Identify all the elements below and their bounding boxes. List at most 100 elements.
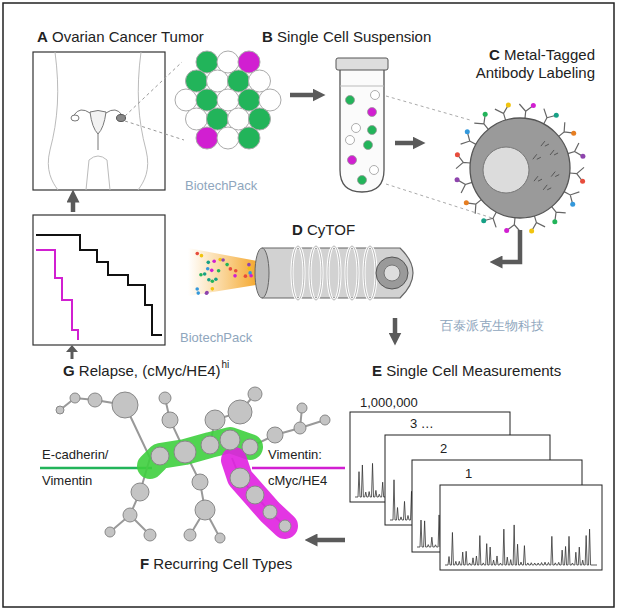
body-outline [48, 52, 58, 190]
tumor-cell [249, 108, 271, 130]
antibody [457, 180, 472, 193]
cell-cluster [297, 403, 307, 413]
cell-cluster [205, 410, 225, 430]
ovary [71, 115, 79, 121]
tumor-cell [186, 70, 208, 92]
cell-cluster [242, 439, 258, 455]
panel-heading: C Metal-Tagged Antibody Labeling [445, 46, 595, 82]
tumor-cell [217, 51, 239, 73]
coil-winding [346, 246, 358, 300]
metal-tag [554, 113, 559, 118]
cell-cluster [192, 474, 208, 490]
coil-winding [364, 246, 376, 300]
ion-particle [233, 274, 237, 278]
event-count: 2 [440, 441, 447, 457]
coil-winding [328, 246, 340, 300]
ion-particle [206, 267, 210, 271]
cell-cluster [320, 415, 330, 425]
fallopian-tube [74, 110, 122, 150]
ion-particle [244, 274, 248, 278]
panel-region: E Single Cell Measurements1,000,0003 …21 [345, 345, 607, 575]
ion-particle [214, 277, 218, 281]
tumor-cell [207, 70, 229, 92]
metal-tag [464, 200, 469, 205]
internal-antibody [543, 185, 551, 190]
panel-heading: G Relapse, (cMyc/HE4) [63, 362, 221, 380]
ion-particle [211, 287, 215, 291]
ion-particle [249, 274, 253, 278]
panel-region: G Relapse, (cMyc/HE4)hi [33, 212, 258, 384]
cell-cluster [174, 441, 196, 463]
panel-heading: A Ovarian Cancer Tumor [37, 28, 204, 46]
metal-tag [504, 228, 509, 233]
ion-particle [247, 263, 251, 267]
up-arrow [66, 345, 78, 359]
cell-cluster [151, 447, 169, 465]
metal-tag [570, 202, 575, 207]
cell-nucleus [483, 147, 529, 193]
panel-region: F Recurring Cell TypesE-cadherin/ Viment… [38, 385, 305, 550]
suspended-cell [346, 96, 355, 105]
watermark: 百泰派克生物科技 [440, 318, 544, 334]
panel-region: D CyTOF [262, 240, 490, 318]
cell-cluster [184, 529, 196, 541]
cell-cluster [112, 392, 138, 418]
metal-tag [455, 152, 460, 157]
metal-tag [580, 154, 585, 159]
figure-frame [3, 3, 614, 607]
metal-tag [529, 228, 534, 233]
tube-cap [336, 58, 388, 70]
coil-winding [310, 246, 322, 300]
tumor-cell [207, 108, 229, 130]
flow-arrow [290, 93, 319, 98]
tumor-cell [175, 89, 197, 111]
tumor-cell [259, 89, 281, 111]
coil-winding [310, 246, 322, 300]
tumor-cell [228, 108, 250, 130]
cell-body [470, 118, 570, 218]
cell-cluster [88, 393, 102, 407]
ion-particle [205, 291, 209, 295]
suspended-cell [370, 166, 379, 175]
panel-region: B Single Cell Suspension [325, 55, 395, 195]
cell-cluster [215, 533, 225, 543]
panel-region: C Metal-Tagged Antibody Labeling [425, 100, 603, 230]
tumor-cell [238, 51, 260, 73]
internal-antibody [551, 172, 559, 177]
cell-cluster [230, 468, 250, 488]
ion-particle [234, 269, 238, 273]
survival-curve [36, 250, 78, 340]
connector-layer [73, 95, 520, 540]
superscript: hi [222, 359, 230, 371]
flow-arrow [496, 230, 520, 262]
ion-particle [199, 273, 203, 277]
coil-winding [364, 246, 376, 300]
metal-tag [571, 131, 576, 136]
ion-particle [221, 258, 225, 262]
ion-particle [247, 267, 251, 271]
internal-antibody [533, 154, 541, 159]
suspended-cell [348, 156, 357, 165]
ion-particle [229, 267, 233, 271]
ion-particle [212, 259, 216, 263]
spectrum-panel [440, 485, 602, 570]
tumor-cell [217, 89, 239, 111]
flow-arrow [395, 141, 419, 146]
tumor-cell [228, 70, 250, 92]
flow-arrow [71, 196, 76, 212]
ion-particle [225, 263, 229, 267]
cell-cluster [195, 500, 215, 520]
cell-cluster [162, 412, 178, 428]
metal-tag [531, 103, 536, 108]
metal-tag [465, 129, 470, 134]
coil-winding [328, 246, 340, 300]
suspended-cell [364, 141, 373, 150]
ion-particle [210, 269, 214, 273]
antibody [568, 143, 583, 156]
event-count: 3 … [410, 416, 434, 432]
panel-region: A Ovarian Cancer Tumor [33, 50, 290, 190]
metal-tag [580, 179, 585, 184]
coil-winding [292, 246, 304, 300]
panel-heading: E Single Cell Measurements [372, 362, 561, 380]
